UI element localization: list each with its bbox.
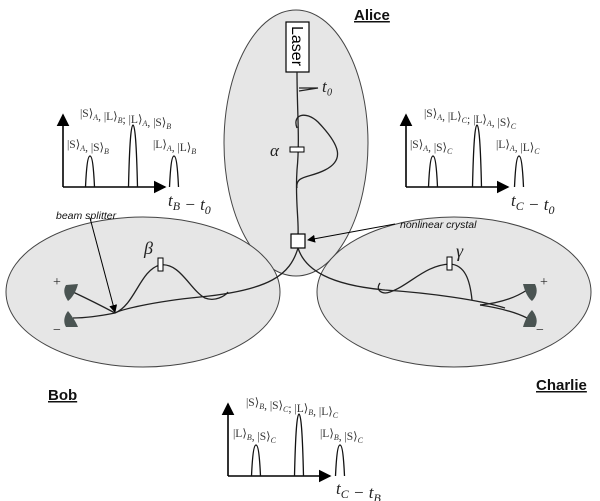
peak <box>471 124 483 188</box>
bob-minus-label: − <box>53 323 61 338</box>
x-axis-label: tC − tB <box>336 479 381 501</box>
charlie-interferometer-arm <box>377 263 473 301</box>
x-axis-label: tC − t0 <box>511 191 554 217</box>
chart-alice-bob: tB − t0 |S⟩A, |S⟩B |S⟩A, |L⟩B; |L⟩A, |S⟩B |… <box>56 107 211 217</box>
charlie-label: Charlie <box>536 377 587 394</box>
charlie-detector-plus-icon <box>523 284 537 301</box>
alice-interferometer-arm <box>295 114 339 189</box>
bob-interferometer-arm <box>114 264 229 314</box>
t0-pulse-icon <box>298 87 319 92</box>
peak <box>250 444 262 477</box>
peak <box>334 444 346 477</box>
fiber-to-bob <box>114 247 299 314</box>
charlie-minus-label: − <box>536 323 544 338</box>
peak <box>513 155 525 188</box>
charlie-region <box>316 216 592 368</box>
alpha-phase-modulator <box>289 146 305 153</box>
peak-label: |L⟩A, |L⟩B <box>153 138 196 156</box>
fiber-to-charlie <box>297 247 506 309</box>
bob-detector-minus-icon <box>64 311 78 327</box>
laser: Laser <box>285 21 310 73</box>
alice-fiber <box>295 71 299 236</box>
alice-region <box>223 9 369 277</box>
gamma-label: γ <box>456 241 464 261</box>
peak-label: |L⟩B, |S⟩C <box>320 427 364 445</box>
peak <box>293 413 305 477</box>
alpha-label: α <box>270 141 280 160</box>
beta-label: β <box>143 238 153 258</box>
peak <box>427 155 439 188</box>
peak-label: |S⟩A, |S⟩B <box>67 138 109 156</box>
peak-label: |L⟩B, |S⟩C <box>233 427 277 445</box>
peak <box>84 155 96 188</box>
charlie-plus-label: + <box>540 275 548 290</box>
charlie-detector-minus-icon <box>523 310 537 327</box>
beam-splitter-label: beam splitter <box>56 210 117 222</box>
x-axis-label: tB − t0 <box>168 191 211 217</box>
gamma-phase-modulator <box>446 256 453 271</box>
charlie-minus-output <box>479 304 528 319</box>
chart-bob-charlie: tC − tB |L⟩B, |S⟩C |S⟩B, |S⟩C; |L⟩B, |L⟩C |… <box>221 396 381 501</box>
bob-plus-label: + <box>53 275 61 290</box>
peak <box>127 124 139 188</box>
bob-label: Bob <box>48 387 77 404</box>
peak-label: |L⟩A, |L⟩C <box>496 138 540 156</box>
t0-label: t₀ <box>322 77 333 96</box>
bob-detector-plus-icon <box>64 284 78 301</box>
chart-alice-charlie: tC − t0 |S⟩A, |S⟩C |S⟩A, |L⟩C; |L⟩A, |S⟩C |… <box>399 107 554 217</box>
peak-label: |S⟩B, |S⟩C; |L⟩B, |L⟩C <box>246 396 339 420</box>
bob-minus-output <box>72 312 116 319</box>
beta-phase-modulator <box>157 257 164 272</box>
nonlinear-crystal <box>290 233 306 249</box>
nonlinear-crystal-arrow <box>307 223 396 243</box>
charlie-plus-output <box>479 289 528 306</box>
peak-label: |S⟩A, |L⟩C; |L⟩A, |S⟩C <box>424 107 517 131</box>
peak-label: |S⟩A, |L⟩B; |L⟩A, |S⟩B <box>80 107 171 131</box>
peak-label: |S⟩A, |S⟩C <box>410 138 453 156</box>
bob-region <box>5 216 281 368</box>
peak <box>168 155 180 188</box>
laser-label: Laser <box>288 26 305 67</box>
alice-label: Alice <box>354 7 390 24</box>
nonlinear-crystal-label: nonlinear crystal <box>400 219 477 231</box>
beam-splitter-arrow <box>89 217 118 313</box>
